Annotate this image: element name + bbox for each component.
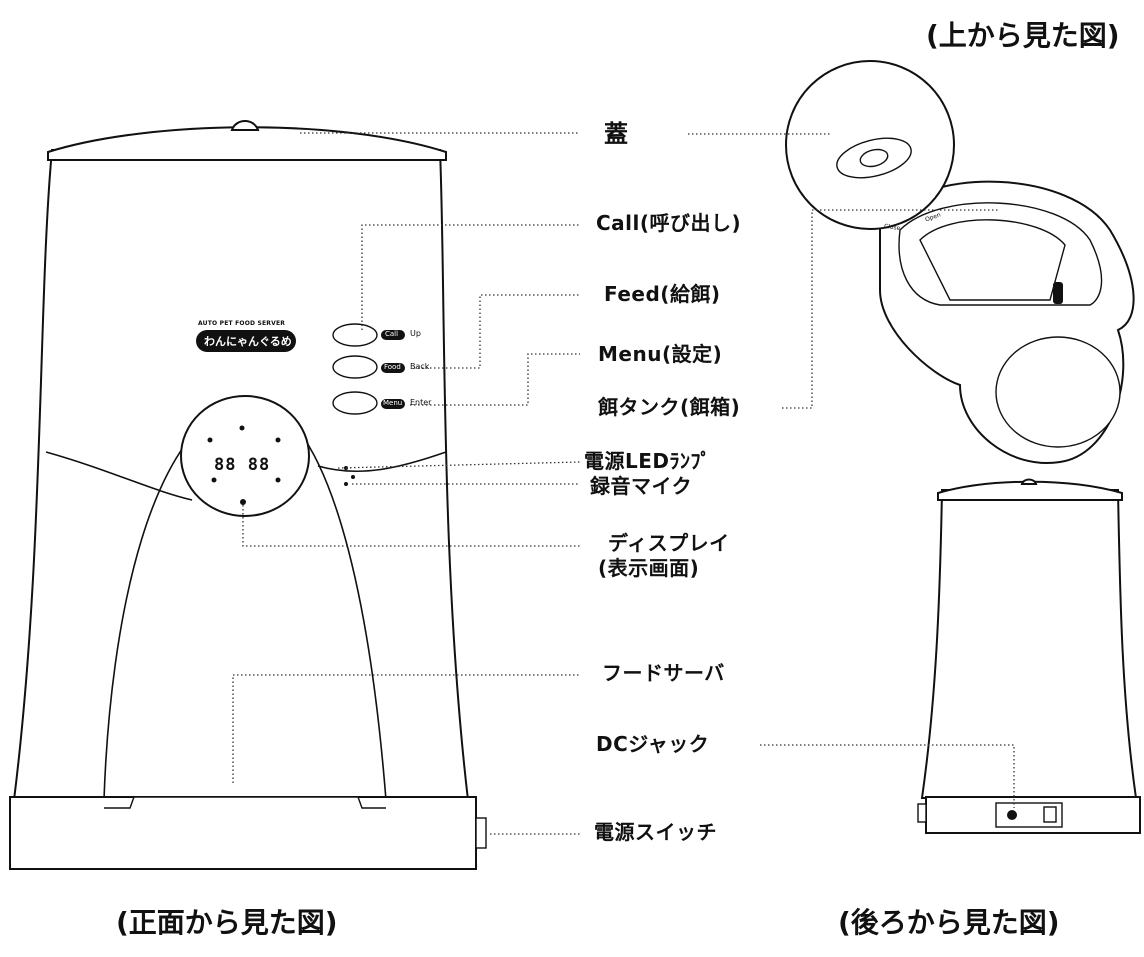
label-feed: Feed(給餌) bbox=[604, 282, 721, 306]
front-view-device bbox=[9, 120, 487, 870]
label-dc-jack: DCジャック bbox=[596, 732, 710, 756]
leader-lines bbox=[232, 132, 1015, 835]
menu-button[interactable] bbox=[332, 391, 378, 415]
label-display: ディスプレイ bbox=[608, 531, 730, 555]
dc-jack bbox=[1007, 810, 1017, 820]
label-mic: 録音マイク bbox=[590, 474, 693, 498]
label-menu: Menu(設定) bbox=[598, 342, 723, 366]
call-button[interactable] bbox=[332, 323, 378, 347]
caption-front-view: (正面から見た図) bbox=[116, 906, 338, 939]
label-call: Call(呼び出し) bbox=[596, 211, 742, 235]
top-side-button bbox=[1053, 282, 1063, 304]
back-view-device bbox=[917, 478, 1141, 834]
label-power-switch: 電源スイッチ bbox=[594, 820, 717, 844]
led-mic-dots bbox=[344, 466, 355, 486]
lid bbox=[47, 126, 447, 161]
brand-logo-text: わんにゃんぐるめ bbox=[204, 335, 292, 348]
brand-logo bbox=[196, 330, 296, 352]
top-view-device bbox=[785, 60, 1135, 465]
power-switch[interactable] bbox=[475, 817, 487, 849]
menu-button-alt: Enter bbox=[410, 398, 432, 407]
feed-button-label: Food bbox=[384, 363, 401, 371]
display-panel bbox=[180, 395, 310, 517]
label-display-sub: (表示画面) bbox=[598, 556, 700, 580]
caption-top-view: (上から見た図) bbox=[926, 19, 1120, 52]
display-indicators bbox=[207, 425, 281, 505]
feed-button-alt: Back bbox=[410, 362, 430, 371]
feed-button[interactable] bbox=[332, 355, 378, 379]
menu-button-label: Menu bbox=[383, 399, 403, 407]
front-base bbox=[9, 796, 477, 870]
call-button-label: Call bbox=[385, 330, 399, 338]
brand-small-text: AUTO PET FOOD SERVER bbox=[198, 320, 286, 327]
display-digits: 88 88 bbox=[214, 455, 271, 475]
label-food-server: フードサーバ bbox=[602, 661, 725, 685]
lan-port bbox=[1043, 806, 1057, 823]
call-button-alt: Up bbox=[410, 329, 421, 338]
label-tank: 餌タンク(餌箱) bbox=[598, 395, 741, 419]
caption-back-view: (後ろから見た図) bbox=[838, 906, 1060, 939]
label-lid: 蓋 bbox=[604, 120, 629, 148]
label-power-led: 電源LEDﾗﾝﾌﾟ bbox=[584, 449, 712, 473]
